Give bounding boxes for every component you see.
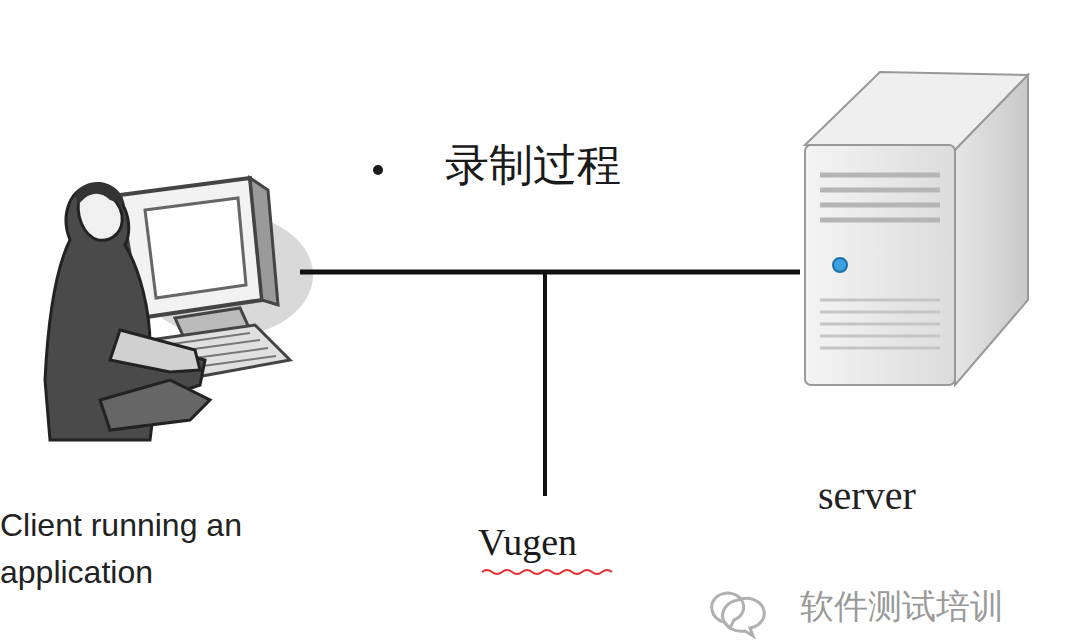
bullet (373, 165, 383, 175)
server-node: server (800, 60, 1035, 520)
diagram-title: 录制过程 (445, 136, 621, 195)
tap-line (543, 272, 547, 496)
watermark: 软件测试培训 (800, 584, 1004, 630)
server-figure (805, 72, 1028, 385)
node-label: server (818, 472, 916, 520)
watermark-icon (712, 593, 765, 636)
spell-underline (482, 570, 612, 574)
node-label: Client running an application (0, 502, 300, 595)
client-figure (45, 178, 313, 440)
network-line (300, 270, 800, 275)
component-label: Vugen (478, 520, 577, 564)
client-node: Client running an application (0, 170, 300, 595)
